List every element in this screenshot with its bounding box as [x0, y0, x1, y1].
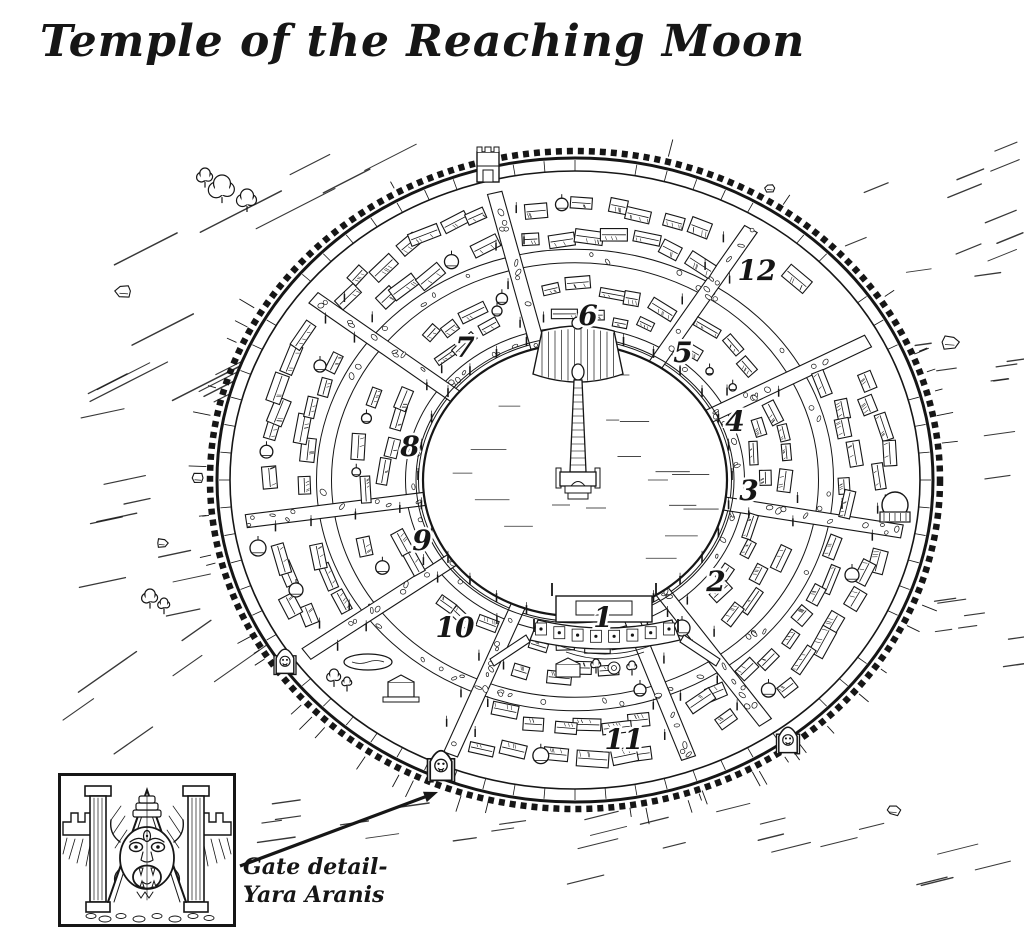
inset-caption-line1: Gate detail-: [243, 854, 388, 880]
inset-caption-line2: Yara Aranis: [243, 882, 385, 909]
yara-aranis-gate-icon: [62, 785, 232, 923]
inset-ground: [85, 913, 215, 923]
gate-detail-inset: [58, 773, 236, 927]
map-marker-7: 7: [455, 331, 475, 364]
yara-aranis-face: [110, 795, 184, 901]
map-marker-6: 6: [578, 299, 597, 332]
map-marker-10: 10: [436, 611, 475, 644]
gate-column-left: [84, 785, 112, 913]
map-marker-11: 11: [605, 723, 644, 756]
map-marker-4: 4: [725, 405, 744, 438]
central-tower: [489, 312, 721, 678]
gates-layer: [273, 146, 801, 783]
gate-column-right: [182, 785, 210, 913]
map-marker-2: 2: [705, 565, 725, 598]
inset-caption: Gate detail- Yara Aranis: [243, 853, 388, 909]
inset-pointer-arrow: [239, 791, 438, 868]
map-marker-8: 8: [399, 430, 419, 463]
map-marker-3: 3: [739, 474, 758, 507]
map-marker-12: 12: [738, 254, 777, 287]
map-marker-1: 1: [593, 601, 612, 634]
city-buildings-layer: [244, 190, 911, 769]
page-title: Temple of the Reaching Moon: [40, 16, 806, 67]
map-marker-5: 5: [673, 336, 692, 369]
map-marker-9: 9: [412, 524, 431, 557]
